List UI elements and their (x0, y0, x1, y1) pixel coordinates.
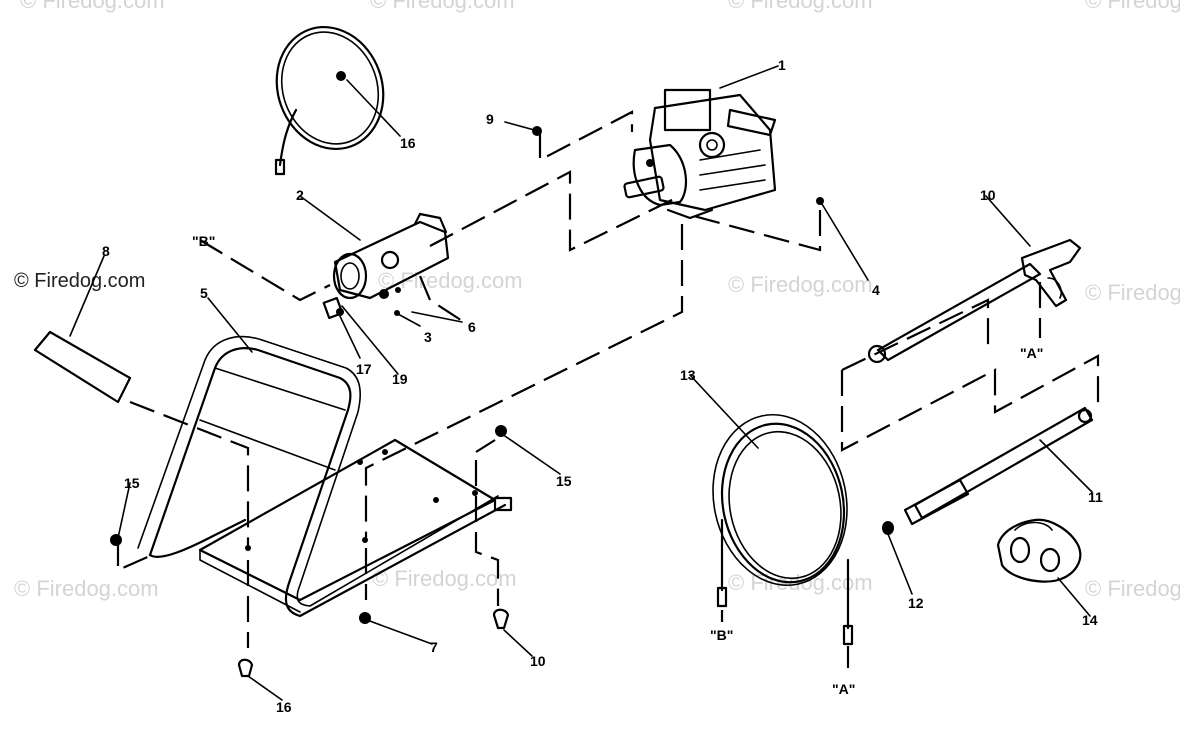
callout-11: 11 (1088, 489, 1103, 505)
high-pressure-hose-part (712, 413, 854, 646)
watermark: © Firedog.com (728, 272, 873, 297)
callout-7: 7 (430, 639, 438, 655)
watermark: © Firedog.com (728, 0, 873, 13)
callout-12: 12 (908, 595, 924, 611)
callout-13: 13 (680, 367, 696, 383)
callout-6: 6 (468, 319, 476, 335)
watermark: © Firedog.com (20, 0, 165, 13)
spray-gun-part (867, 238, 1082, 364)
ref-b-hose: "B" (710, 627, 733, 643)
leader-lines (69, 65, 1093, 701)
callout-9: 9 (486, 111, 494, 127)
callout-10-foot: 10 (530, 653, 546, 669)
pump-part (322, 212, 450, 320)
callout-17: 17 (356, 361, 372, 377)
callout-4: 4 (872, 282, 880, 298)
watermark: © Firedog.com (1085, 280, 1180, 305)
callout-15-right: 15 (556, 473, 572, 489)
hose-coil-part (274, 25, 385, 176)
callout-10-gun: 10 (980, 187, 996, 203)
callout-1: 1 (778, 57, 786, 73)
hose-clip-part (996, 518, 1082, 583)
callout-16-hose: 16 (400, 135, 416, 151)
frame-part (137, 335, 513, 618)
ref-b-pump: "B" (192, 233, 215, 249)
callout-5: 5 (200, 285, 208, 301)
watermark: © Firedog.com (1085, 576, 1180, 601)
callout-3: 3 (424, 329, 432, 345)
engine-part (623, 88, 777, 220)
ref-a-hose: "A" (832, 681, 855, 697)
callout-15-left: 15 (124, 475, 140, 491)
watermark-dark: © Firedog.com (14, 270, 146, 292)
wand-part (903, 406, 1094, 526)
callout-16-foot: 16 (276, 699, 292, 715)
assembly-lines (116, 110, 1100, 668)
watermark: © Firedog.com (370, 0, 515, 13)
ref-a-gun: "A" (1020, 345, 1043, 361)
callout-14: 14 (1082, 612, 1098, 628)
callout-8: 8 (102, 243, 110, 259)
watermark: © Firedog.com (14, 576, 159, 601)
callout-19: 19 (392, 371, 408, 387)
watermark: © Firedog.com (372, 566, 517, 591)
watermark: © Firedog.com (1085, 0, 1180, 13)
nozzle-part (882, 521, 894, 535)
decal-part (33, 330, 132, 404)
callout-2: 2 (296, 187, 304, 203)
